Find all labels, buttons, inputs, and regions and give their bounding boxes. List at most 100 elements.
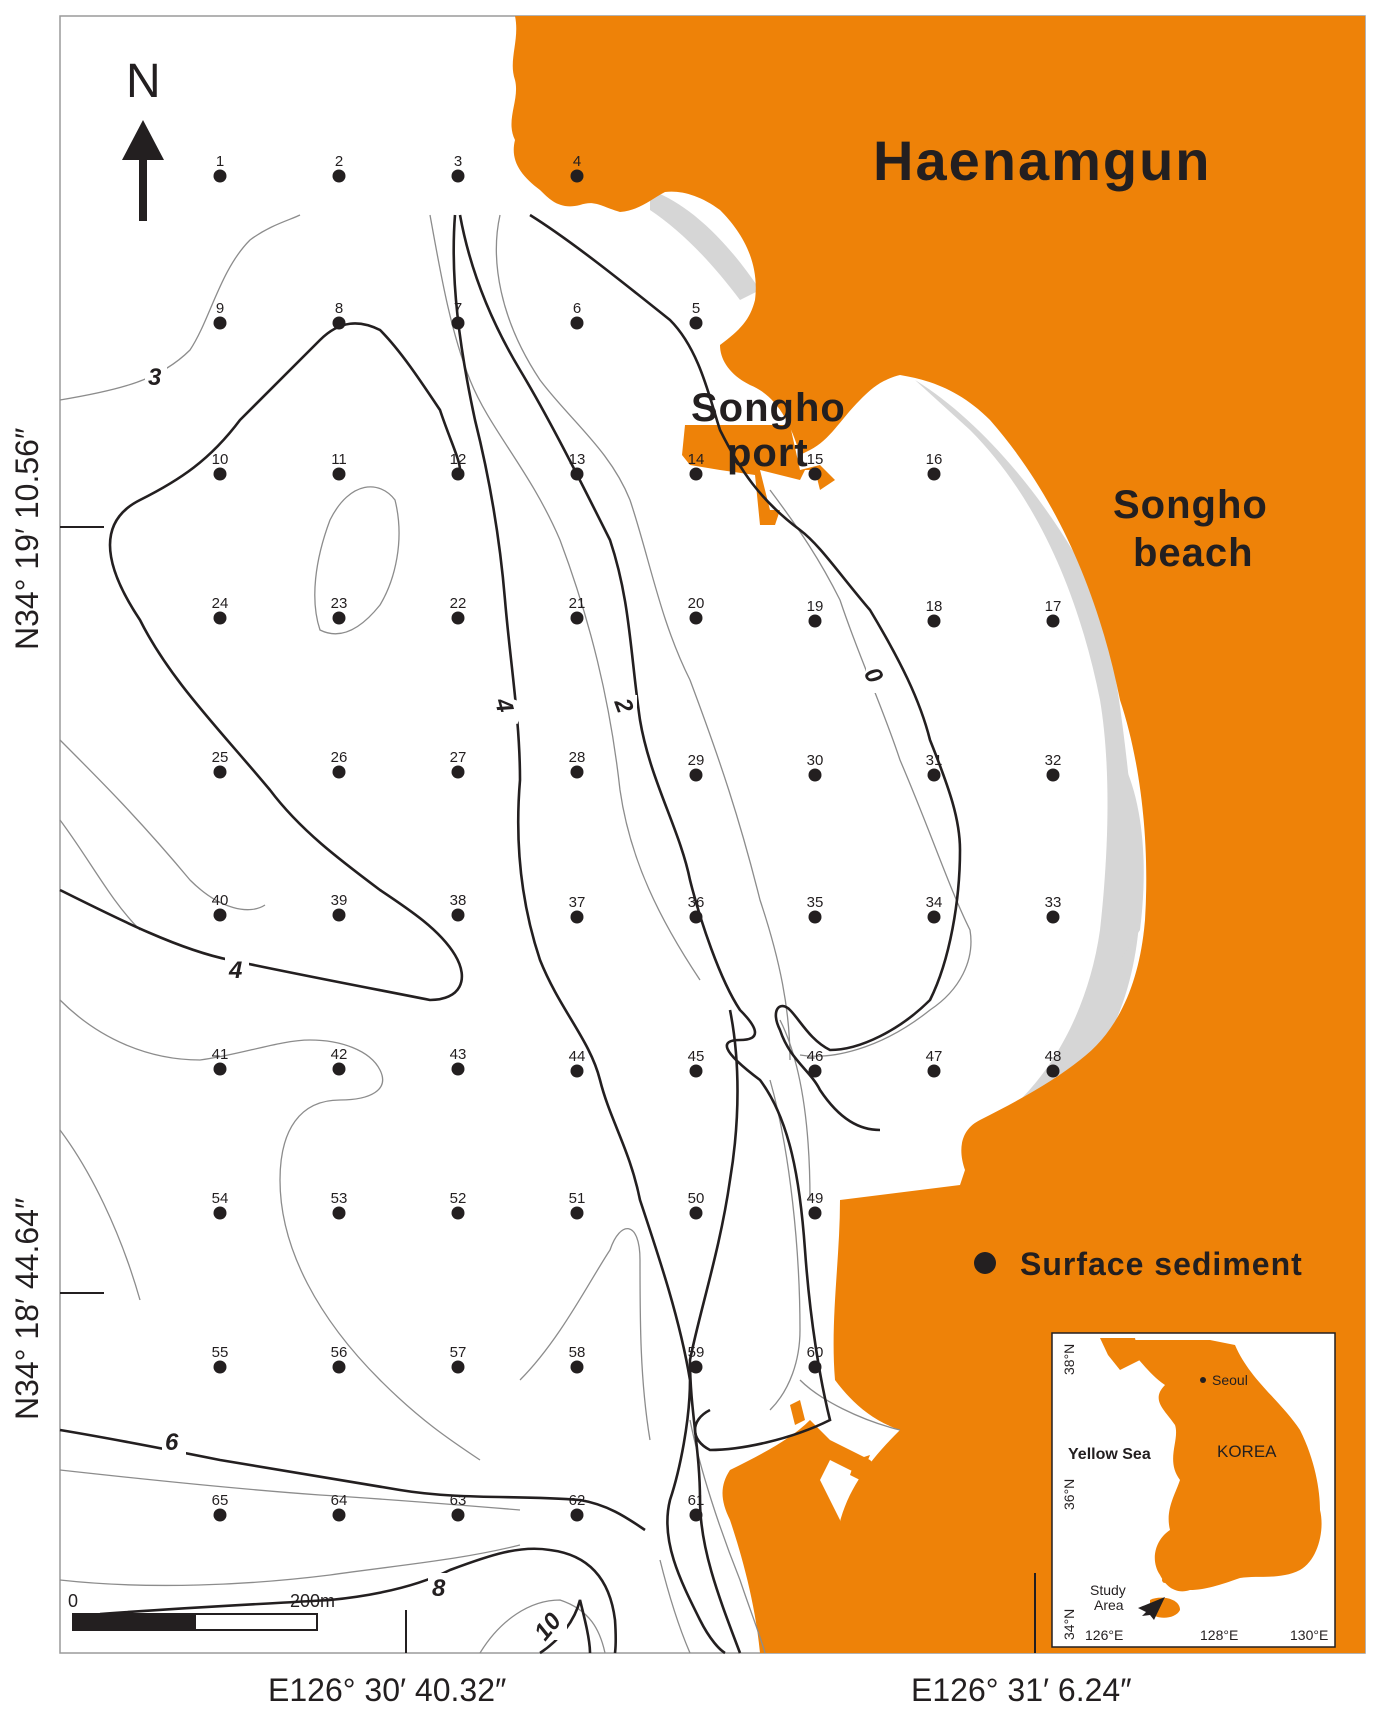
station-29: 29 bbox=[688, 752, 704, 782]
station-dot bbox=[570, 910, 584, 924]
station-label: 61 bbox=[688, 1492, 705, 1509]
station-dot bbox=[451, 1206, 465, 1220]
station-label: 16 bbox=[926, 451, 943, 468]
station-45: 45 bbox=[688, 1048, 705, 1078]
inset-lat-34: 34°N bbox=[1061, 1609, 1077, 1640]
scale-bar: 0 200m bbox=[68, 1591, 335, 1631]
inset-korea-land bbox=[1130, 1340, 1322, 1592]
land-haenamgun bbox=[511, 16, 1365, 1653]
station-3: 3 bbox=[451, 153, 465, 183]
station-31: 31 bbox=[926, 752, 942, 782]
inset-seoul-dot bbox=[1200, 1377, 1206, 1383]
place-songho-port-line1: Songho bbox=[691, 386, 846, 430]
station-dot bbox=[808, 768, 822, 782]
station-37: 37 bbox=[569, 894, 585, 924]
place-haenamgun: Haenamgun bbox=[873, 129, 1212, 192]
inset-study-area-line1: Study bbox=[1090, 1582, 1126, 1598]
station-label: 2 bbox=[335, 153, 343, 170]
station-label: 43 bbox=[450, 1046, 467, 1063]
station-dot bbox=[332, 1360, 346, 1374]
station-label: 5 bbox=[692, 300, 700, 317]
contour-label: 4 bbox=[489, 695, 519, 716]
station-30: 30 bbox=[807, 752, 824, 782]
inset-seoul: Seoul bbox=[1212, 1372, 1248, 1388]
station-dot bbox=[570, 467, 584, 481]
station-label: 30 bbox=[807, 752, 824, 769]
station-dot bbox=[570, 169, 584, 183]
inset-location-map: Seoul KOREA Yellow Sea Study Area 38°N 3… bbox=[1051, 1332, 1336, 1648]
station-48: 48 bbox=[1045, 1048, 1061, 1078]
station-label: 46 bbox=[807, 1048, 824, 1065]
station-dot bbox=[689, 467, 703, 481]
station-dot bbox=[570, 765, 584, 779]
inset-lat-38: 38°N bbox=[1061, 1344, 1077, 1375]
station-label: 33 bbox=[1045, 894, 1062, 911]
station-label: 28 bbox=[569, 749, 586, 766]
north-arrow-shaft bbox=[139, 155, 147, 221]
station-label: 58 bbox=[569, 1344, 586, 1361]
station-24: 24 bbox=[212, 595, 228, 625]
station-dot bbox=[451, 316, 465, 330]
station-label: 64 bbox=[331, 1492, 348, 1509]
station-36: 36 bbox=[688, 894, 704, 924]
station-label: 11 bbox=[331, 451, 347, 468]
station-label: 35 bbox=[807, 894, 824, 911]
station-35: 35 bbox=[807, 894, 824, 924]
station-26: 26 bbox=[331, 749, 348, 779]
station-label: 9 bbox=[216, 300, 224, 317]
station-18: 18 bbox=[926, 598, 943, 628]
station-dot bbox=[689, 1064, 703, 1078]
station-label: 38 bbox=[450, 892, 467, 909]
station-label: 13 bbox=[569, 451, 586, 468]
station-label: 25 bbox=[212, 749, 229, 766]
station-9: 9 bbox=[213, 300, 227, 330]
inset-yellow-sea: Yellow Sea bbox=[1068, 1446, 1151, 1463]
inset-korea: KOREA bbox=[1217, 1442, 1277, 1461]
contour-label: 3 bbox=[148, 364, 162, 391]
station-label: 55 bbox=[212, 1344, 229, 1361]
station-dot bbox=[808, 910, 822, 924]
station-dot bbox=[570, 1360, 584, 1374]
station-label: 14 bbox=[688, 451, 705, 468]
station-65: 65 bbox=[212, 1492, 229, 1522]
station-62: 62 bbox=[569, 1492, 585, 1522]
lon-label-east: E126° 31′ 6.24″ bbox=[911, 1672, 1132, 1708]
station-label: 26 bbox=[331, 749, 348, 766]
station-44: 44 bbox=[569, 1048, 585, 1078]
station-label: 18 bbox=[926, 598, 943, 615]
station-56: 56 bbox=[331, 1344, 347, 1374]
station-dot bbox=[213, 467, 227, 481]
station-34: 34 bbox=[926, 894, 943, 924]
station-label: 21 bbox=[569, 595, 586, 612]
station-33: 33 bbox=[1045, 894, 1062, 924]
station-label: 8 bbox=[335, 300, 343, 317]
station-49: 49 bbox=[807, 1190, 823, 1220]
station-dot bbox=[570, 316, 584, 330]
station-dot bbox=[451, 611, 465, 625]
station-label: 65 bbox=[212, 1492, 229, 1509]
station-58: 58 bbox=[569, 1344, 586, 1374]
place-songho-port-line2: port bbox=[727, 431, 809, 475]
station-4: 4 bbox=[570, 153, 584, 183]
station-10: 10 bbox=[212, 451, 228, 481]
station-label: 34 bbox=[926, 894, 943, 911]
station-label: 41 bbox=[212, 1046, 229, 1063]
station-41: 41 bbox=[212, 1046, 229, 1076]
legend-surface-sediment: Surface sediment bbox=[1020, 1246, 1303, 1282]
north-label: N bbox=[126, 55, 161, 108]
station-7: 7 bbox=[451, 300, 465, 330]
station-5: 5 bbox=[689, 300, 703, 330]
station-dot bbox=[332, 1062, 346, 1076]
contour-label: 4 bbox=[228, 957, 242, 984]
station-label: 59 bbox=[688, 1344, 705, 1361]
station-dot bbox=[570, 1064, 584, 1078]
station-dot bbox=[332, 316, 346, 330]
station-dot bbox=[332, 1206, 346, 1220]
station-dot bbox=[927, 614, 941, 628]
station-label: 45 bbox=[688, 1048, 705, 1065]
scale-start-label: 0 bbox=[68, 1591, 78, 1611]
inset-study-area-line2: Area bbox=[1094, 1597, 1124, 1613]
station-43: 43 bbox=[450, 1046, 467, 1076]
